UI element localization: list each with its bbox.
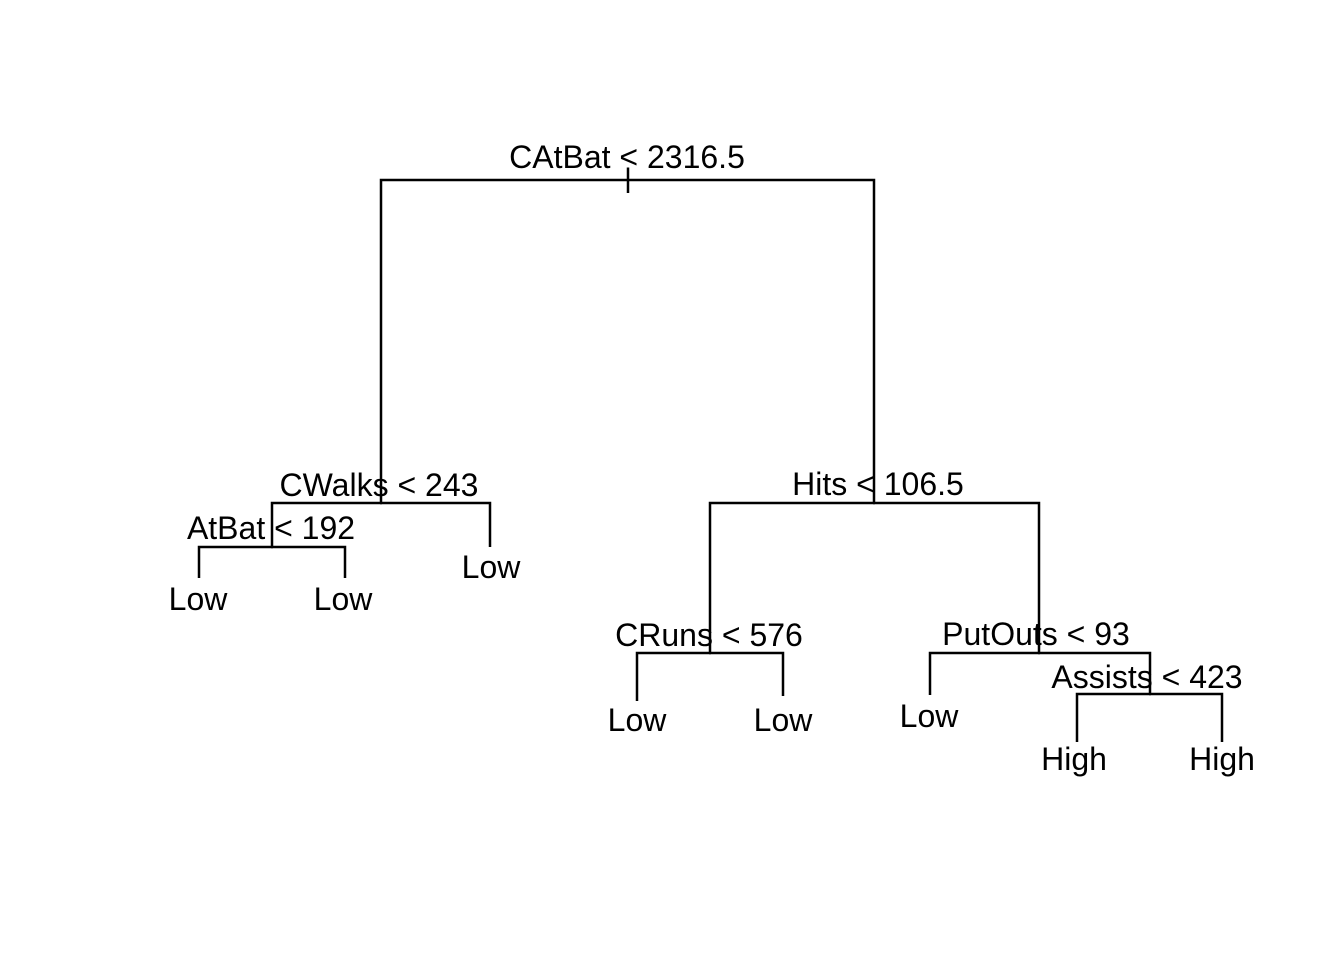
branch-root-to-hits (627, 178, 876, 503)
leaf-label-putouts-left: Low (900, 698, 960, 734)
branch-cwalks-to-leaf-low (380, 501, 492, 547)
branch-putouts-to-leaf-low (928, 651, 1040, 695)
branch-atbat-to-leaf-low-right (271, 545, 347, 578)
leaf-label-assists-left: High (1041, 741, 1107, 777)
split-label-assists: Assists < 423 (1051, 659, 1242, 695)
split-label-catbat: CAtBat < 2316.5 (509, 139, 745, 175)
split-label-cwalks: CWalks < 243 (280, 467, 479, 503)
branch-assists-to-leaf-high-right (1149, 692, 1224, 742)
leaf-label-atbat-left: Low (169, 581, 229, 617)
leaf-label-atbat-right: Low (314, 581, 374, 617)
branch-assists-to-leaf-high-left (1075, 692, 1151, 742)
leaf-label-cwalks-right: Low (462, 549, 522, 585)
split-label-hits: Hits < 106.5 (792, 466, 964, 502)
branch-cwalks-to-atbat (270, 501, 382, 547)
split-label-cruns: CRuns < 576 (615, 617, 803, 653)
branch-hits-to-putouts (873, 501, 1041, 653)
branch-cruns-to-leaf-low-right (709, 651, 785, 696)
branch-hits-to-cruns (708, 501, 875, 653)
leaf-label-cruns-left: Low (608, 702, 668, 738)
branch-root-to-cwalks (379, 178, 629, 503)
split-label-putouts: PutOuts < 93 (942, 616, 1130, 652)
leaf-label-cruns-right: Low (754, 702, 814, 738)
branch-putouts-to-assists (1038, 651, 1152, 694)
branch-cruns-to-leaf-low-left (635, 651, 711, 701)
branch-atbat-to-leaf-low-left (197, 545, 273, 578)
split-label-atbat: AtBat < 192 (187, 510, 355, 546)
leaf-label-assists-right: High (1189, 741, 1255, 777)
